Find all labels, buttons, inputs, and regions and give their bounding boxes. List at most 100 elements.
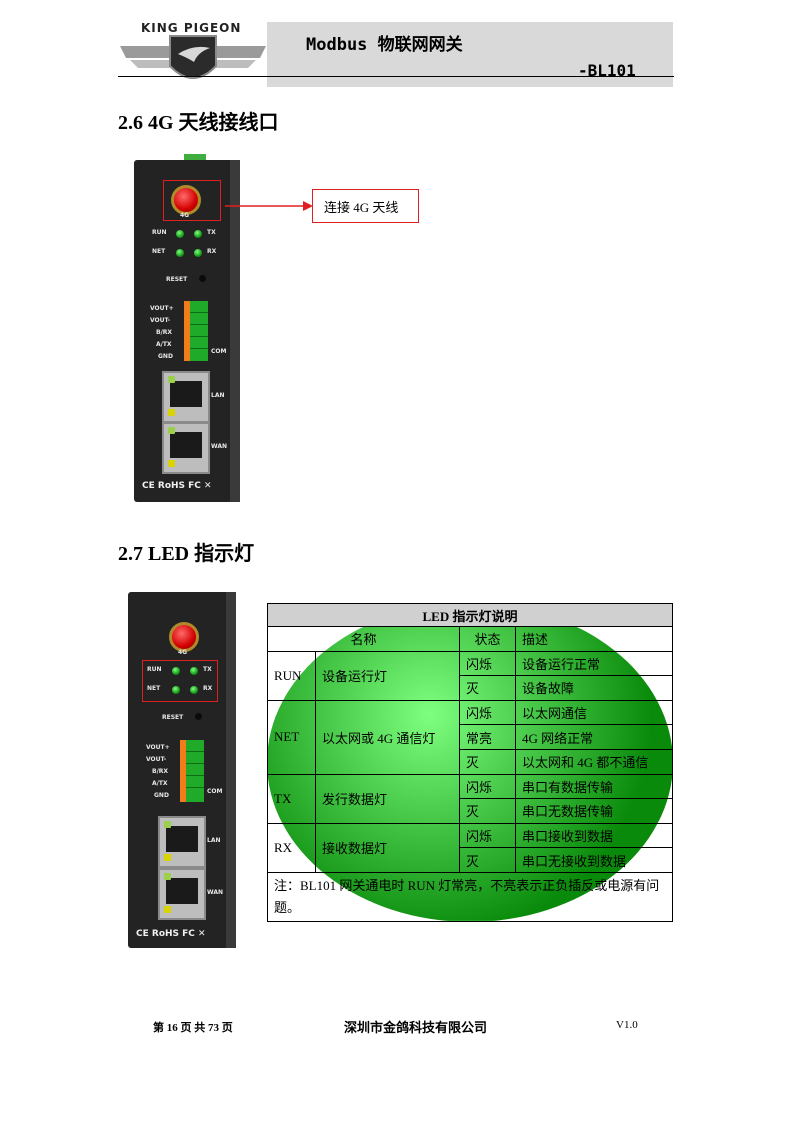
led-desc: 以太网通信: [515, 699, 673, 726]
device-side: [230, 160, 240, 502]
led-rx: [190, 686, 198, 694]
led-label-tx: TX: [203, 666, 212, 673]
header-title: Modbus 物联网网关: [306, 35, 463, 55]
com-label: COM: [211, 348, 227, 355]
pin-label-vout-plus: VOUT+: [146, 744, 170, 751]
header-rule: [118, 76, 674, 77]
company-name: 深圳市金鸽科技有限公司: [344, 1020, 488, 1035]
led-name: 发行数据灯: [315, 773, 460, 824]
led-desc: 串口无接收到数据: [515, 847, 673, 873]
table-row: TX 发行数据灯 闪烁 串口有数据传输: [267, 773, 673, 824]
antenna-connector: [169, 622, 199, 652]
lan-label: LAN: [211, 392, 225, 399]
table-row: 灭 以太网和 4G 都不通信: [268, 748, 673, 775]
led-rx: [194, 249, 202, 257]
com-label: COM: [207, 788, 223, 795]
antenna-label: 4G: [178, 649, 188, 656]
lan-label: LAN: [207, 837, 221, 844]
col-header-desc: 描述: [515, 626, 673, 652]
page-prefix: 第: [153, 1022, 164, 1034]
pin-label-atx: A/TX: [152, 780, 168, 787]
led-label-tx: TX: [207, 229, 216, 236]
wan-label: WAN: [207, 889, 224, 896]
led-run: [172, 667, 180, 675]
lan-led-green: [168, 376, 175, 383]
pin-label-gnd: GND: [154, 792, 169, 799]
led-label-net: NET: [152, 248, 166, 255]
table-row: 灭 设备故障: [268, 675, 673, 701]
led-desc: 以太网和 4G 都不通信: [515, 748, 673, 775]
led-state: 闪烁: [459, 650, 516, 677]
din-clip: [184, 154, 206, 162]
led-desc: 串口接收到数据: [515, 822, 673, 849]
wan-label: WAN: [211, 443, 228, 450]
led-state: 闪烁: [459, 822, 516, 849]
antenna-connector: [171, 185, 201, 215]
led-state: 灭: [459, 675, 516, 701]
led-label-net: NET: [147, 685, 161, 692]
led-desc: 串口无数据传输: [515, 798, 673, 824]
led-tx: [194, 230, 202, 238]
page-number: 第 16 页 共 73 页: [153, 1019, 233, 1035]
cert-marks: CE RoHS FC ✕: [136, 929, 206, 939]
wan-port: [158, 868, 206, 920]
led-label-run: RUN: [147, 666, 162, 673]
pin-label-vout-minus: VOUT-: [150, 317, 171, 324]
led-state: 闪烁: [459, 699, 516, 726]
led-name: 接收数据灯: [315, 822, 460, 873]
wan-led-yellow: [164, 906, 171, 913]
page-mid: 页 共: [180, 1022, 206, 1034]
callout-box: 连接 4G 天线: [312, 189, 419, 223]
section-heading-2-6: 2.6 4G 天线接线口: [118, 112, 279, 134]
led-net: [172, 686, 180, 694]
led-net: [176, 249, 184, 257]
led-desc: 4G 网络正常: [515, 724, 673, 750]
table-caption: LED 指示灯说明: [267, 603, 673, 627]
pin-label-brx: B/RX: [156, 329, 173, 336]
terminal-screws: [184, 301, 190, 361]
led-desc: 设备故障: [515, 675, 673, 701]
led-state: 灭: [459, 847, 516, 873]
version: V1.0: [616, 1019, 638, 1031]
page-total: 73: [208, 1022, 219, 1034]
led-name: 以太网或 4G 通信灯: [315, 699, 460, 775]
table-row: NET 以太网或 4G 通信灯 闪烁 以太网通信: [267, 699, 673, 775]
led-table: LED 指示灯说明 名称 状态 描述 RUN 设备运行灯 闪烁 设备运行正常 灭…: [267, 603, 673, 922]
lan-led-yellow: [164, 854, 171, 861]
led-desc: 设备运行正常: [515, 650, 673, 677]
callout-arrow: [225, 201, 313, 211]
device-side: [226, 592, 236, 948]
page-suffix: 页: [221, 1022, 233, 1034]
led-code: RUN: [267, 650, 316, 701]
pin-label-vout-plus: VOUT+: [150, 305, 174, 312]
led-run: [176, 230, 184, 238]
device-image-bottom: 4G RUN TX NET RX RESET VOUT+ VOUT- B/RX …: [128, 592, 236, 948]
led-desc: 串口有数据传输: [515, 773, 673, 800]
reset-button: [195, 713, 202, 720]
lan-led-yellow: [168, 409, 175, 416]
led-label-rx: RX: [203, 685, 213, 692]
led-state: 灭: [459, 798, 516, 824]
section-heading-2-7: 2.7 LED 指示灯: [118, 543, 255, 565]
table-caption-row: LED 指示灯说明: [267, 603, 673, 627]
table-row: 灭 串口无数据传输: [268, 798, 673, 824]
logo: [118, 18, 268, 92]
table-row: RX 接收数据灯 闪烁 串口接收到数据: [267, 822, 673, 873]
led-code: TX: [267, 773, 316, 824]
led-state: 闪烁: [459, 773, 516, 800]
page-current: 16: [166, 1022, 178, 1034]
reset-label: RESET: [162, 714, 184, 721]
terminal-screws: [180, 740, 186, 802]
led-label-rx: RX: [207, 248, 217, 255]
led-code: NET: [267, 699, 316, 775]
col-header-name: 名称: [267, 626, 460, 652]
device-image-top: 4G RUN TX NET RX RESET VOUT+ VOUT- B/RX …: [134, 154, 240, 502]
pin-label-atx: A/TX: [156, 341, 172, 348]
led-state: 灭: [459, 748, 516, 775]
pin-label-gnd: GND: [158, 353, 173, 360]
table-note-row: 注：BL101 网关通电时 RUN 灯常亮，不亮表示正负插反或电源有问题。: [267, 871, 673, 922]
table-note: 注：BL101 网关通电时 RUN 灯常亮，不亮表示正负插反或电源有问题。: [267, 871, 673, 922]
table-header-row: 名称 状态 描述: [267, 626, 673, 652]
led-tx: [190, 667, 198, 675]
led-code: RX: [267, 822, 316, 873]
